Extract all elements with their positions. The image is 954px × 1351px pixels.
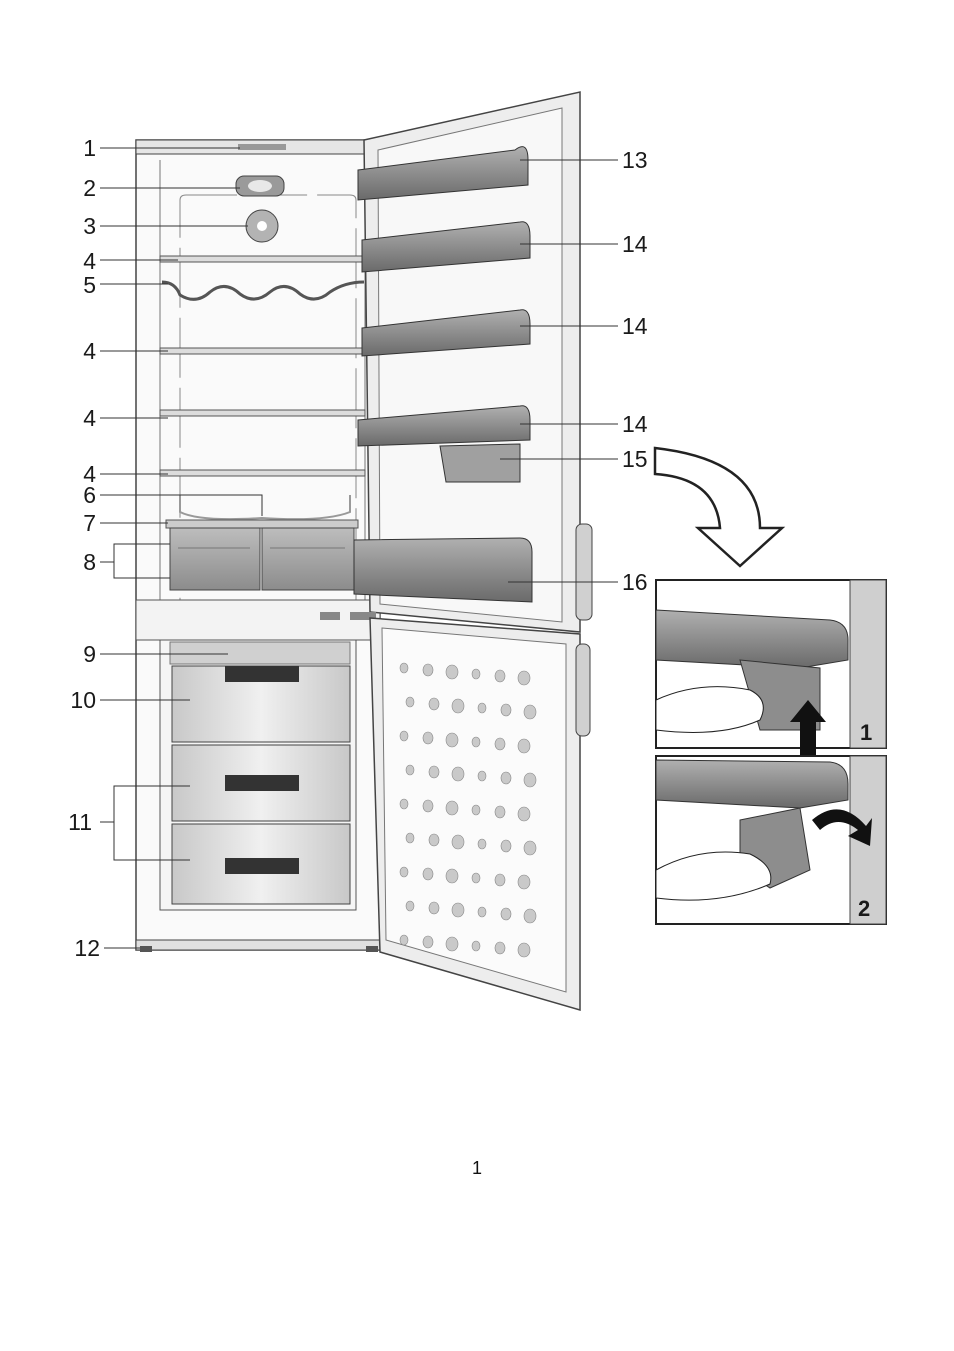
door-dot [399, 866, 409, 878]
callout-6: 6 [83, 482, 96, 508]
door-dot [451, 698, 465, 714]
door-dot [399, 934, 409, 946]
door-dot [477, 702, 487, 714]
door-dot [523, 772, 537, 788]
door-dot [422, 731, 434, 745]
page-number: 1 [471, 1158, 482, 1178]
door-dot [451, 766, 465, 782]
callout-11: 11 [68, 809, 92, 835]
door-dot [422, 935, 434, 949]
callout-15: 15 [622, 446, 648, 472]
door-dot [500, 703, 512, 717]
callout-2: 2 [83, 175, 96, 201]
door-dot [405, 764, 415, 776]
callout-4c: 4 [83, 405, 96, 431]
door-dot [500, 839, 512, 853]
door-dot [471, 804, 481, 816]
door-dot [523, 840, 537, 856]
door-dot [494, 805, 506, 819]
callout-14b: 14 [622, 313, 648, 339]
door-dot [471, 668, 481, 680]
door-dot [471, 872, 481, 884]
inset-step-2 [655, 755, 887, 925]
callout-4a: 4 [83, 248, 96, 274]
door-dot [445, 664, 459, 680]
callout-16: 16 [622, 569, 648, 595]
door-dot [494, 669, 506, 683]
door-dot [494, 737, 506, 751]
door-balconies [353, 146, 533, 603]
bottle-rack [161, 280, 365, 301]
crisper-cover [179, 495, 351, 521]
door-dot [477, 770, 487, 782]
door-dot [494, 873, 506, 887]
door-dot [422, 867, 434, 881]
door-dot [500, 907, 512, 921]
inset-step-2-label: 2 [858, 896, 871, 921]
door-dot [451, 902, 465, 918]
glass-shelves [159, 255, 366, 477]
door-dot [445, 868, 459, 884]
door-dot [517, 806, 531, 822]
door-dot [494, 941, 506, 955]
callout-14c: 14 [622, 411, 648, 437]
callout-14a: 14 [622, 231, 648, 257]
fan-icon [245, 209, 279, 243]
door-dot [445, 800, 459, 816]
callout-7: 7 [83, 510, 96, 536]
crisper-bins [169, 527, 355, 591]
callout-5: 5 [83, 272, 96, 298]
door-dot [422, 663, 434, 677]
door-dot [523, 908, 537, 924]
callout-1: 1 [83, 135, 96, 161]
leader-lines [100, 147, 618, 949]
door-dot [471, 940, 481, 952]
callout-4d: 4 [83, 461, 96, 487]
door-dot [445, 732, 459, 748]
callout-13: 13 [622, 147, 648, 173]
light-unit-icon [235, 175, 285, 197]
door-dot [517, 738, 531, 754]
door-dot [399, 798, 409, 810]
door-dot [405, 900, 415, 912]
inset-step-1 [655, 579, 887, 760]
door-dot [451, 834, 465, 850]
door-dot [422, 799, 434, 813]
door-dot [405, 832, 415, 844]
control-panel [320, 612, 376, 620]
door-dot [477, 906, 487, 918]
freezer-compartment [159, 639, 357, 911]
callout-12: 12 [74, 935, 100, 961]
callout-4b: 4 [83, 338, 96, 364]
callout-9: 9 [83, 641, 96, 667]
door-dot [405, 696, 415, 708]
callout-8: 8 [83, 549, 96, 575]
door-dot [399, 662, 409, 674]
door-dot [517, 670, 531, 686]
callout-10: 10 [70, 687, 96, 713]
door-dot [517, 942, 531, 958]
door-dot [428, 833, 440, 847]
door-dot [445, 936, 459, 952]
door-dot [500, 771, 512, 785]
door-dot [471, 736, 481, 748]
inset-step-1-label: 1 [860, 720, 873, 745]
door-dot [428, 697, 440, 711]
door-dot [428, 765, 440, 779]
callout-3: 3 [83, 213, 96, 239]
freezer-door [369, 617, 591, 1011]
door-dot [517, 874, 531, 890]
door-dot [399, 730, 409, 742]
door-dot [523, 704, 537, 720]
door-dot [428, 901, 440, 915]
curved-arrow-icon [653, 446, 786, 568]
door-dot [477, 838, 487, 850]
